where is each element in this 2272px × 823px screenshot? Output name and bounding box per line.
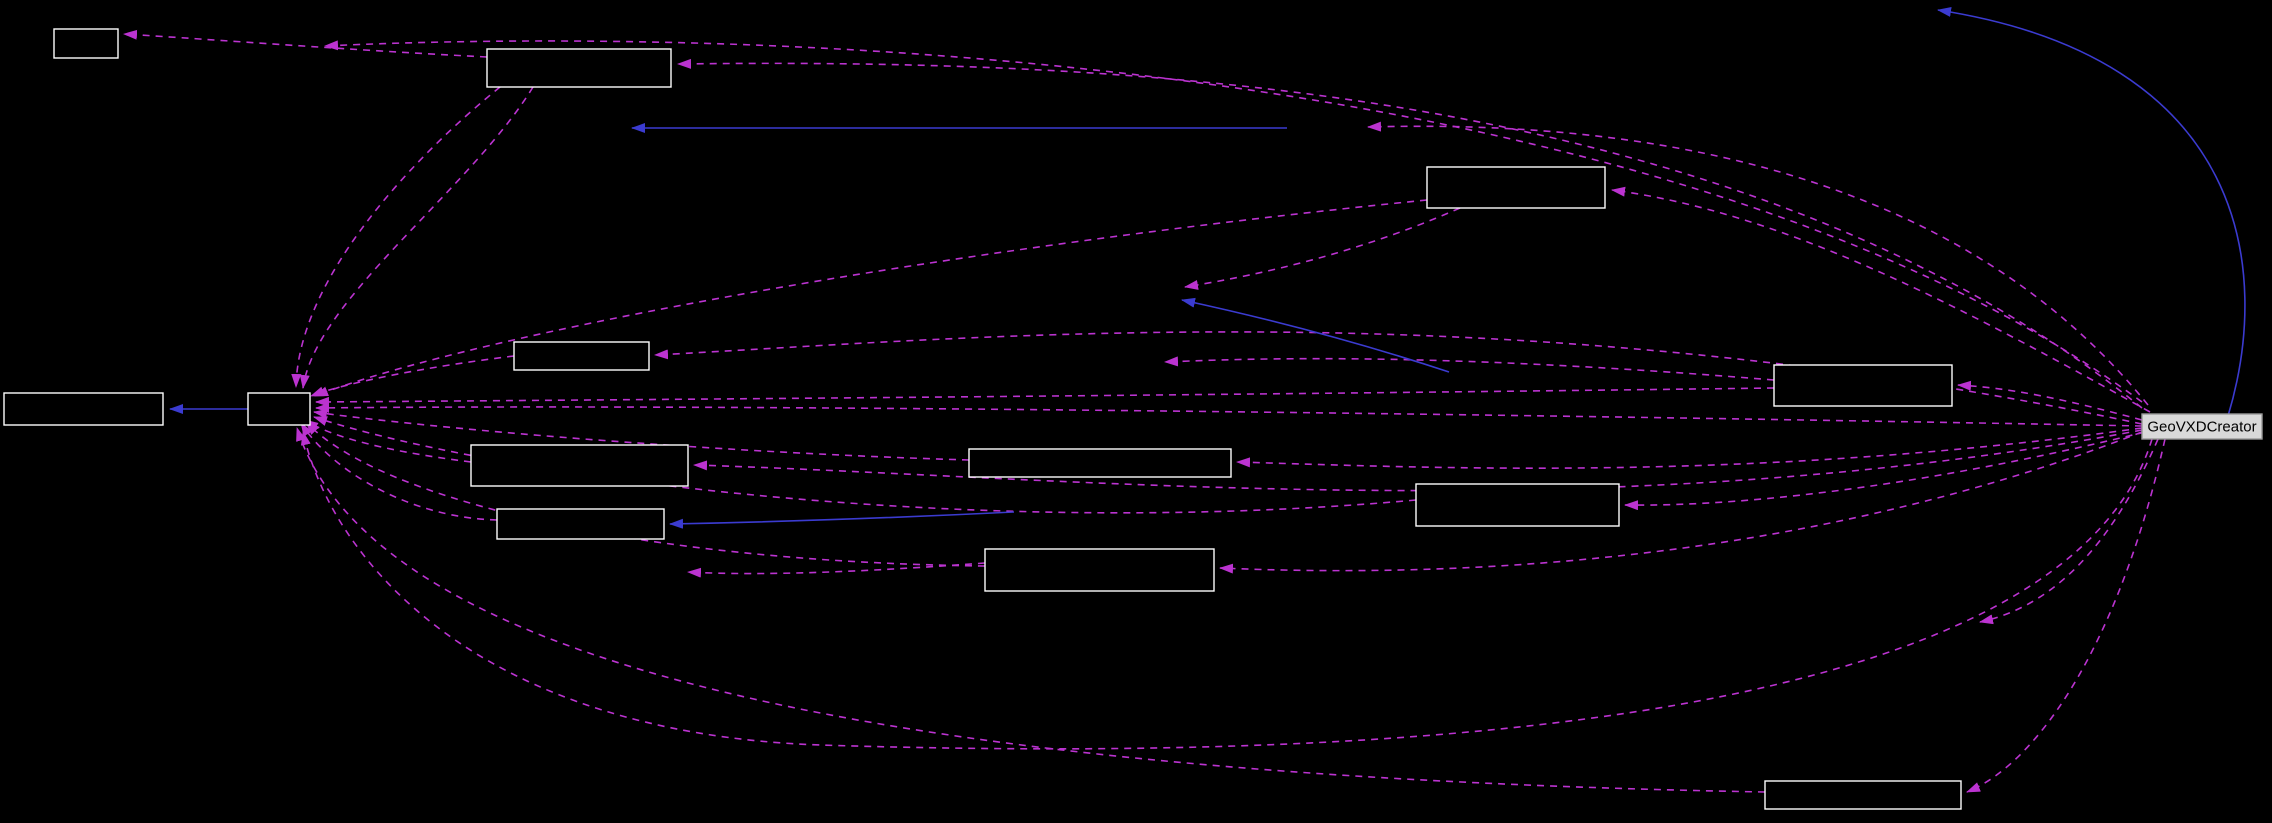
dependency-edge — [305, 421, 986, 567]
dependency-edge — [1611, 186, 2151, 413]
dependency-edge — [1219, 431, 2143, 574]
dependency-edge — [313, 416, 1417, 514]
dependency-edge — [313, 408, 970, 461]
dependency-edge — [315, 402, 2143, 427]
graph-node[interactable] — [53, 28, 119, 59]
dependency-edge — [1979, 438, 2159, 625]
graph-node[interactable] — [513, 341, 650, 371]
dependency-edge — [1966, 438, 2166, 793]
dependency-edge — [315, 387, 1775, 407]
node-label: GeoVXDCreator — [2147, 419, 2256, 436]
dependency-edge — [677, 58, 2143, 409]
graph-node[interactable] — [1426, 166, 1606, 209]
dependency-edge — [123, 29, 488, 58]
graph-node[interactable] — [1773, 364, 1953, 407]
dependency-edge — [291, 86, 501, 388]
graph-node-current[interactable]: GeoVXDCreator — [2141, 413, 2263, 440]
dependency-edge — [299, 86, 534, 389]
dependency-edge — [1367, 121, 2149, 406]
graph-node[interactable] — [3, 392, 164, 426]
graph-node[interactable] — [1415, 483, 1620, 527]
inheritance-edge — [1937, 7, 2246, 417]
dependency-edge — [300, 422, 498, 521]
dependency-edge — [296, 427, 1766, 793]
graph-node[interactable] — [968, 448, 1232, 478]
dependency-edge — [1236, 427, 2143, 469]
inheritance-edge — [669, 511, 1015, 529]
graph-node[interactable] — [470, 444, 689, 487]
dependency-edge — [314, 199, 1428, 397]
graph-node[interactable] — [247, 392, 311, 426]
inheritance-edge — [1181, 297, 1450, 373]
dependency-edge — [300, 431, 2153, 750]
dependency-edge — [310, 355, 515, 397]
dependency-edge — [1624, 431, 2146, 511]
dependency-edge — [1957, 380, 2143, 421]
dependency-edge — [324, 40, 2143, 403]
dependency-edge — [304, 419, 472, 463]
dependency-edge — [693, 429, 2143, 492]
dependency-edge — [1164, 356, 1775, 381]
graph-node[interactable] — [496, 508, 665, 540]
dependency-edge — [1184, 207, 1461, 290]
graph-node[interactable] — [1764, 780, 1962, 810]
graph-node[interactable] — [984, 548, 1215, 592]
graph-node[interactable] — [486, 48, 672, 88]
